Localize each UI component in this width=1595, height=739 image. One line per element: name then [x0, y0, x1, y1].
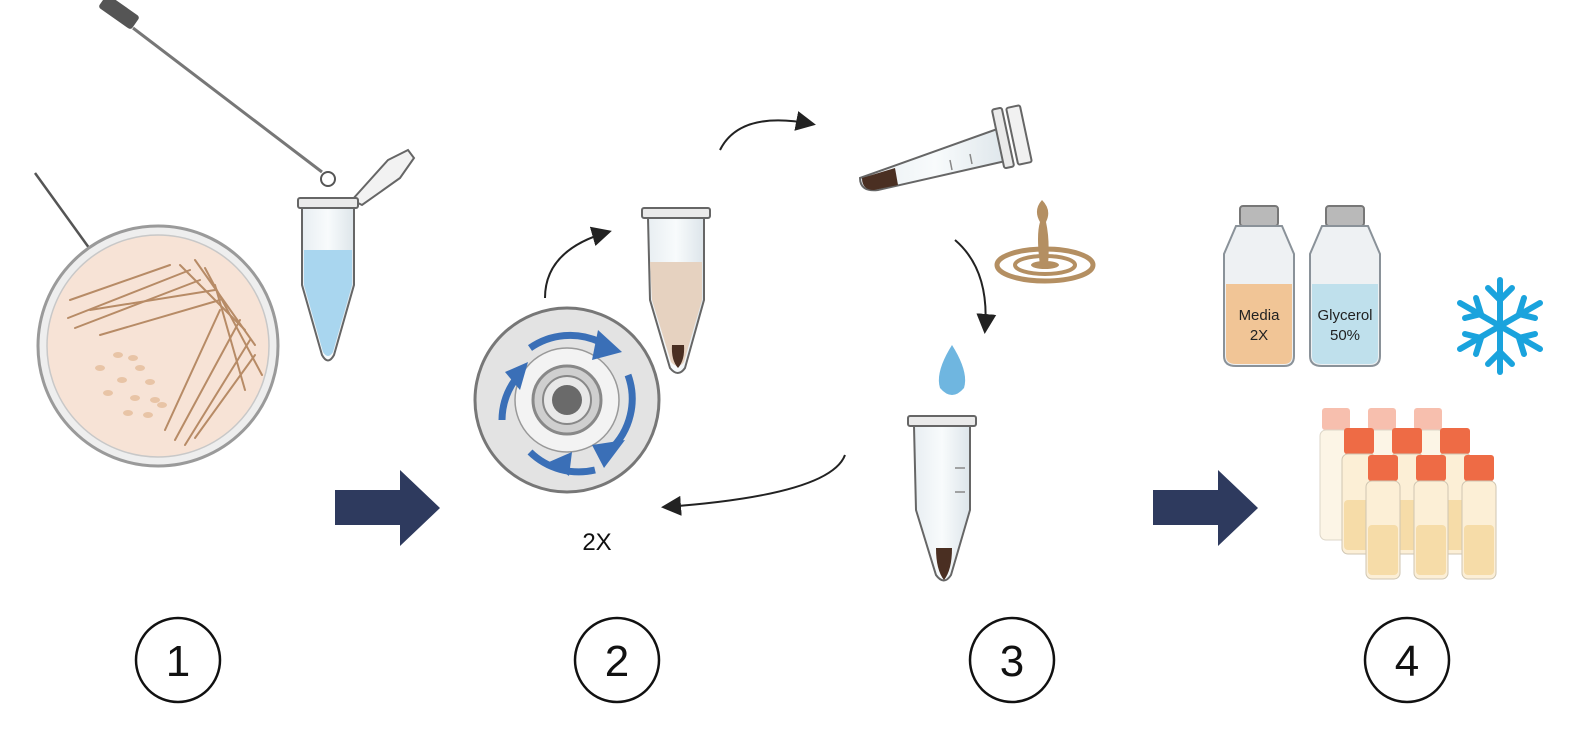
step-2-number: 2 [605, 637, 629, 686]
step-2-badge: 2 [573, 616, 661, 704]
centrifuge-icon [473, 306, 661, 494]
tube-pellet-icon [641, 207, 711, 374]
curve-arrow-top [719, 111, 816, 151]
step4-illustration: Media 2X Glycerol 50% [1223, 205, 1543, 580]
step-4-number: 4 [1395, 637, 1419, 686]
inoculation-loop-icon [99, 0, 336, 187]
media-bottle-icon: Media 2X [1223, 205, 1295, 367]
cryovial-rack-icon [1319, 408, 1497, 580]
tube-tilted-icon [858, 104, 1033, 192]
snowflake-icon [1457, 277, 1543, 375]
tube-pellet-small-icon [907, 415, 977, 582]
step1-illustration [33, 0, 416, 468]
curve-arrow-return [661, 454, 846, 516]
glycerol-label-line2: 50% [1330, 327, 1360, 344]
repeat-label: 2X [582, 529, 611, 556]
flow-arrow-2 [1153, 470, 1258, 546]
drop-icon [938, 345, 966, 395]
step2-illustration: 2X [473, 111, 816, 556]
pour-icon [994, 200, 1096, 284]
tube-icon [297, 148, 416, 362]
step-1-number: 1 [166, 637, 190, 686]
step-1-badge: 1 [134, 616, 222, 704]
petri-dish-icon [36, 224, 280, 468]
glycerol-label-line1: Glycerol [1317, 307, 1372, 324]
inoculation-needle-icon [33, 172, 94, 253]
step-3-number: 3 [1000, 637, 1024, 686]
curve-arrow-up [544, 226, 612, 299]
step-4-badge: 4 [1363, 616, 1451, 704]
step3-illustration [661, 104, 1096, 582]
flow-arrow-1 [335, 470, 440, 546]
step-3-badge: 3 [968, 616, 1056, 704]
curve-arrow-down [954, 239, 997, 334]
glycerol-bottle-icon: Glycerol 50% [1309, 205, 1381, 367]
media-label-line2: 2X [1250, 327, 1268, 344]
media-label-line1: Media [1239, 307, 1281, 324]
